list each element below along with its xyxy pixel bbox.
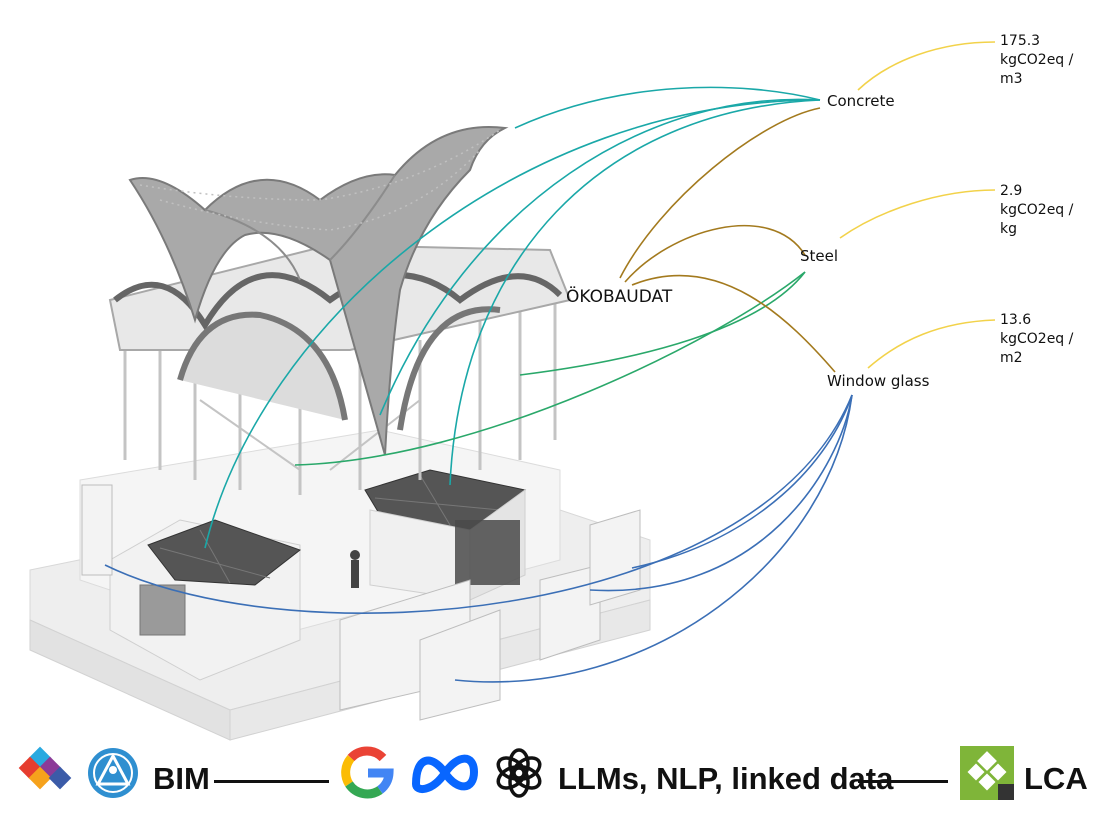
material-label-steel: Steel [800,247,839,265]
waffle-slab-left [147,519,302,586]
meta-logo-icon [411,754,479,794]
gwp-value-unit: kgCO2eq / [1000,52,1074,68]
gwp-value-number: 2.9 [1000,183,1023,199]
link-steel-columns [519,271,806,376]
link-value-concrete [857,41,996,91]
gwp-value-steel: 2.9 kgCO2eq / kg [1000,182,1100,239]
llm-label: LLMs, NLP, linked data [558,761,894,796]
connector-line [214,780,329,783]
connector-line [858,780,948,783]
gwp-value-unit-denominator: m2 [1000,350,1023,366]
material-label-concrete: Concrete [827,92,895,110]
link-glass-facade-4 [589,394,853,592]
gwp-value-unit: kgCO2eq / [1000,331,1074,347]
workflow-footer: BIM LLMs, NLP, linked data [0,730,1108,830]
lca-label: LCA [1024,761,1088,796]
link-concrete-slab-right [449,99,821,486]
gwp-value-concrete: 175.3 kgCO2eq / m3 [1000,32,1100,89]
gwp-value-unit: kgCO2eq / [1000,202,1074,218]
oekobaudat-logo-icon [960,746,1014,800]
gwp-value-number: 13.6 [1000,312,1032,328]
link-glass-facade-2 [454,394,853,683]
ifc-logo-icon [18,746,72,790]
bim-label: BIM [153,761,210,796]
gwp-value-unit-denominator: m3 [1000,71,1023,87]
link-glass-facade-3 [104,394,853,614]
roof-shell [128,126,509,456]
openai-logo-icon [496,748,542,798]
gwp-value-window-glass: 13.6 kgCO2eq / m2 [1000,311,1100,368]
link-database-concrete [619,107,821,279]
right-core [369,489,526,601]
database-label: ÖKOBAUDAT [566,287,673,307]
buildingsmart-logo-icon [88,748,138,798]
link-concrete-shell [379,98,821,416]
link-glass-facade-1 [631,394,853,569]
link-concrete-slab-left [204,99,821,549]
gwp-value-unit-denominator: kg [1000,221,1017,237]
link-database-glass [631,274,836,373]
google-logo-icon [341,746,394,799]
gwp-value-number: 175.3 [1000,33,1041,49]
link-concrete-roof [514,86,821,129]
material-links [104,41,996,683]
person-figure [350,550,360,588]
link-value-glass [867,319,996,369]
link-database-steel [624,224,806,283]
material-label-window-glass: Window glass [827,372,930,390]
link-value-steel [839,189,996,239]
